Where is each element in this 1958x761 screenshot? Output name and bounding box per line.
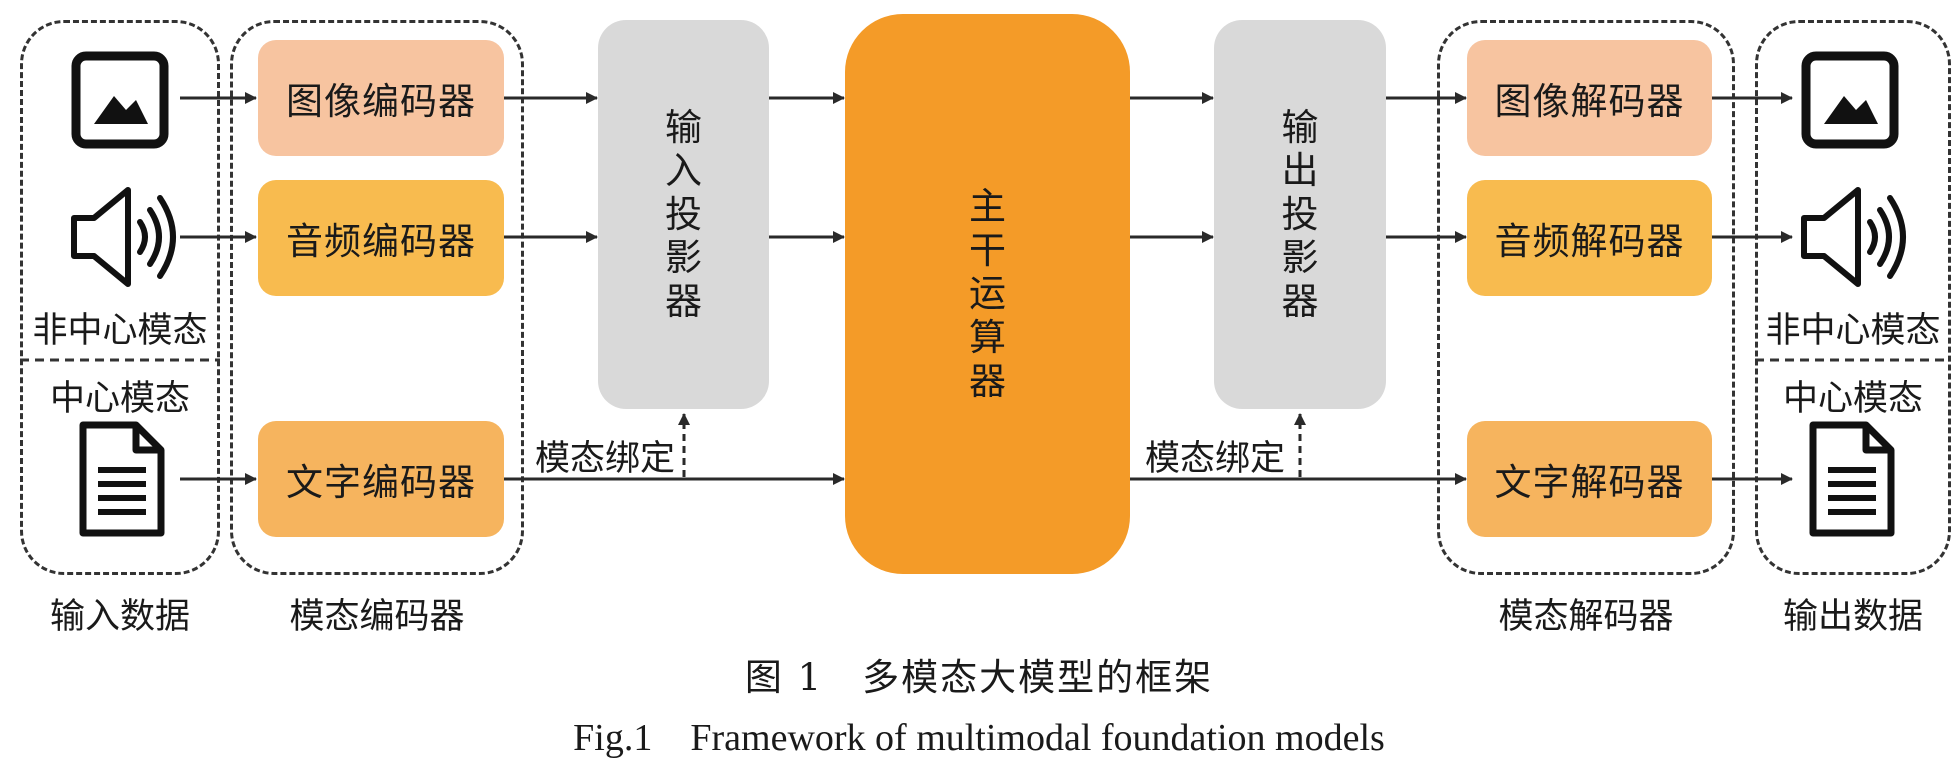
input-non-center-modality-label: 非中心模态: [32, 311, 208, 351]
figure-caption-zh: 图 1 多模态大模型的框架: [744, 656, 1214, 699]
image-decoder-box: 图像解码器: [1467, 40, 1712, 156]
input-modality-binding-label: 模态绑定: [535, 439, 676, 479]
output-modality-binding-label: 模态绑定: [1145, 439, 1286, 479]
document-icon: [79, 421, 165, 537]
input-projector-label: 输 入 投 影 器: [665, 105, 702, 323]
output-speaker-icon: [1801, 187, 1906, 287]
input-center-modality-label: 中心模态: [49, 379, 190, 419]
figure-caption-en: Fig.1 Framework of multimodal foundation…: [573, 717, 1385, 759]
audio-encoder-box: 音频编码器: [258, 180, 504, 296]
input-data-group: [20, 20, 220, 575]
backbone-label: 主 干 运 算 器: [969, 184, 1006, 403]
image-encoder-box: 图像编码器: [258, 40, 504, 156]
modality-decoder-label: 模态解码器: [1498, 597, 1674, 637]
input-data-label: 输入数据: [49, 597, 190, 637]
backbone-box: 主 干 运 算 器: [845, 14, 1130, 574]
image-icon: [71, 51, 169, 149]
output-non-center-modality-label: 非中心模态: [1765, 311, 1941, 351]
output-image-icon: [1801, 51, 1899, 149]
modality-encoder-group: [230, 20, 524, 575]
output-data-group: [1755, 20, 1951, 575]
audio-decoder-box: 音频解码器: [1467, 180, 1712, 296]
output-center-modality-label: 中心模态: [1782, 379, 1923, 419]
output-data-label: 输出数据: [1782, 597, 1923, 637]
input-projector-box: 输 入 投 影 器: [598, 20, 769, 409]
text-encoder-box: 文字编码器: [258, 421, 504, 537]
output-projector-box: 输 出 投 影 器: [1214, 20, 1386, 409]
modality-decoder-group: [1437, 20, 1735, 575]
modality-encoder-label: 模态编码器: [289, 597, 465, 637]
text-decoder-box: 文字解码器: [1467, 421, 1712, 537]
output-projector-label: 输 出 投 影 器: [1281, 105, 1319, 323]
output-document-icon: [1809, 421, 1895, 537]
speaker-icon: [71, 187, 176, 287]
